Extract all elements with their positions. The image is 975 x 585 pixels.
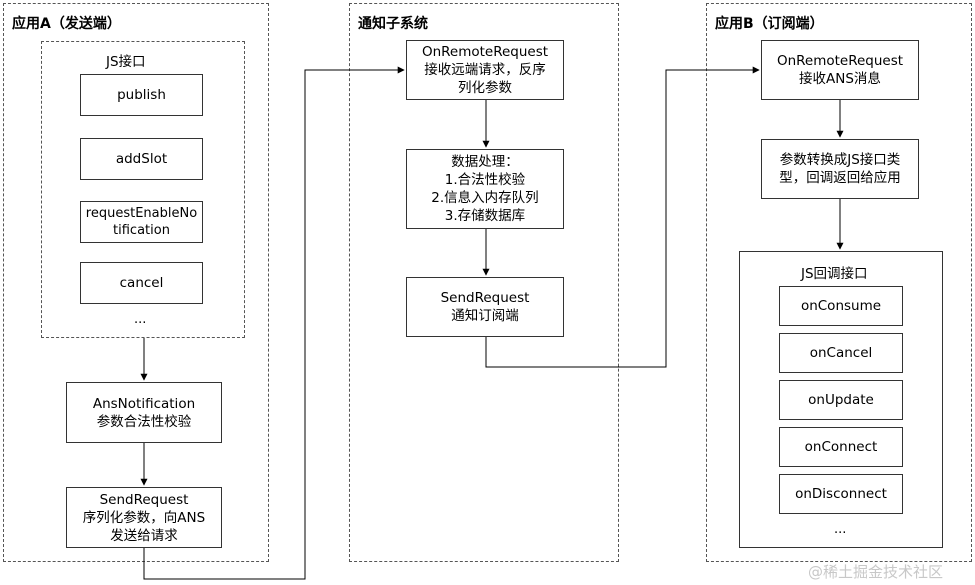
subsystem-on-remote-request-line-2: 接收远端请求，反序 (424, 62, 546, 78)
api-addslot: addSlot (80, 138, 203, 180)
convert-line-1: 参数转换成JS接口类 (779, 152, 901, 168)
subsystem-send-request-box: SendRequest 通知订阅端 (406, 277, 564, 337)
api-request-enable-notification-label: requestEnableNotification (85, 206, 198, 238)
callback-on-consume: onConsume (779, 286, 903, 326)
app-a-send-request-line-1: SendRequest (99, 491, 189, 508)
data-processing-line-3: 2.信息入内存队列 (431, 190, 539, 206)
callback-on-update: onUpdate (779, 380, 903, 420)
js-interface-label: JS接口 (106, 54, 146, 70)
callback-on-connect-label: onConnect (804, 439, 878, 455)
js-interface-more: ... (134, 312, 147, 327)
api-publish-label: publish (117, 87, 166, 103)
lane-app-b (706, 3, 972, 562)
api-addslot-label: addSlot (115, 151, 168, 167)
data-processing-line-4: 3.存储数据库 (444, 208, 526, 224)
js-callback-more: ... (834, 522, 847, 537)
app-a-send-request-line-2: 序列化参数，向ANS (82, 509, 206, 526)
subsystem-on-remote-request-line-3: 列化参数 (457, 80, 512, 96)
data-processing-line-2: 1.合法性校验 (444, 172, 526, 188)
data-processing-box: 数据处理： 1.合法性校验 2.信息入内存队列 3.存储数据库 (406, 149, 564, 229)
callback-on-disconnect: onDisconnect (779, 474, 903, 514)
callback-on-disconnect-label: onDisconnect (795, 486, 887, 502)
convert-line-2: 型，回调返回给应用 (779, 170, 901, 186)
arrow-app-a-to-subsystem (143, 66, 405, 580)
api-publish: publish (80, 74, 203, 116)
js-interface-group (41, 41, 245, 338)
callback-on-cancel: onCancel (779, 333, 903, 373)
subsystem-send-request-line-1: SendRequest (440, 290, 530, 306)
api-cancel-label: cancel (119, 275, 164, 291)
ans-notification-box: AnsNotification 参数合法性校验 (66, 382, 222, 443)
subsystem-send-request-line-2: 通知订阅端 (451, 308, 519, 324)
app-b-on-remote-request-line-2: 接收ANS消息 (799, 71, 881, 87)
js-callback-label: JS回调接口 (801, 266, 868, 282)
watermark: @稀土掘金技术社区 (808, 563, 944, 581)
arrow-subsystem-to-app-b (485, 66, 760, 368)
api-cancel: cancel (80, 262, 203, 304)
convert-box: 参数转换成JS接口类 型，回调返回给应用 (761, 139, 919, 199)
subsystem-on-remote-request-line-1: OnRemoteRequest (421, 44, 549, 60)
callback-on-update-label: onUpdate (808, 392, 874, 408)
app-a-send-request-line-3: 发送给请求 (110, 527, 178, 544)
api-request-enable-notification: requestEnableNotification (80, 201, 203, 243)
callback-on-connect: onConnect (779, 427, 903, 467)
app-a-send-request-box: SendRequest 序列化参数，向ANS 发送给请求 (66, 487, 222, 548)
callback-on-consume-label: onConsume (800, 298, 882, 314)
ans-notification-line-1: AnsNotification (92, 395, 196, 412)
app-b-on-remote-request-line-1: OnRemoteRequest (776, 53, 904, 69)
lane-app-a (3, 3, 269, 562)
data-processing-line-1: 数据处理： (451, 154, 519, 170)
ans-notification-line-2: 参数合法性校验 (96, 413, 192, 430)
lane-title-app-a: 应用A（发送端） (12, 16, 121, 32)
app-b-on-remote-request-box: OnRemoteRequest 接收ANS消息 (761, 40, 919, 100)
callback-on-cancel-label: onCancel (809, 345, 873, 361)
lane-title-notify-subsystem: 通知子系统 (358, 16, 428, 32)
lane-notify-subsystem (349, 3, 619, 562)
subsystem-on-remote-request-box: OnRemoteRequest 接收远端请求，反序 列化参数 (406, 40, 564, 100)
lane-title-app-b: 应用B（订阅端） (715, 16, 824, 32)
